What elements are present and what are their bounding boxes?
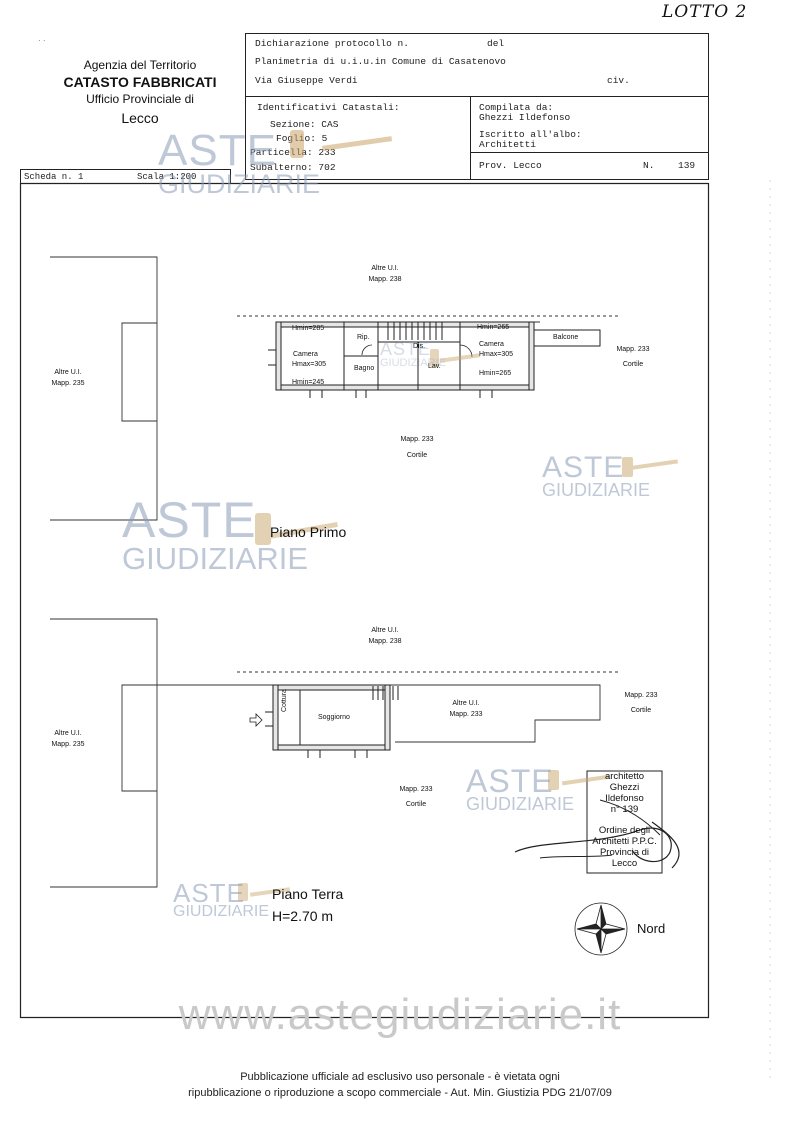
primo-bagno: Bagno <box>354 365 375 372</box>
architect-stamp: architetto Ghezzi Ildefonso n° 139 Ordin… <box>592 771 657 869</box>
agency-office: Ufficio Provinciale di <box>86 92 194 106</box>
handwritten-lot-number: LOTTO 2 <box>662 2 748 22</box>
n-value: 139 <box>678 160 696 171</box>
agency-cadastre: CATASTO FABBRICATI <box>63 74 217 90</box>
footer-line-1: Pubblicazione ufficiale ad esclusivo uso… <box>240 1071 560 1083</box>
compilata-name: Ghezzi Ildefonso <box>479 112 571 123</box>
primo-balcone: Balcone <box>553 334 579 341</box>
watermark-aste: ASTE GIUDIZIARIE <box>173 878 270 920</box>
primo-lav: Lav. <box>428 363 441 370</box>
site-watermark: www.astegiudiziarie.it <box>178 990 622 1039</box>
agency-city: Lecco <box>121 110 159 126</box>
primo-camera-1: Camera <box>293 351 318 358</box>
terra-soggiorno: Soggiorno <box>318 714 350 721</box>
civ-label: civ. <box>607 75 630 86</box>
gavel-icon <box>622 457 679 477</box>
scala-label: Scala 1:200 <box>137 172 197 182</box>
primo-dis: Dis. <box>413 343 426 350</box>
drawing-frame <box>21 184 709 1018</box>
header-box <box>0 0 800 200</box>
footer-line-2: ripubblicazione o riproduzione a scopo c… <box>188 1087 612 1099</box>
primo-hmin-2b: Hmin=265 <box>479 370 512 377</box>
scheda-label: Scheda n. 1 <box>24 172 84 182</box>
watermark-aste: ASTE GIUDIZIARIE <box>542 451 651 500</box>
terra-height: H=2.70 m <box>272 908 334 924</box>
primo-altre-left: Altre U.I.Mapp. 235 <box>51 369 85 387</box>
compilata-label: Compilata da: <box>479 102 554 113</box>
primo-hmin-2: Hmin=265 <box>477 324 510 331</box>
iscritto-label: Iscritto all'albo: <box>479 129 582 140</box>
protocol-label: Dichiarazione protocollo n. <box>255 38 409 49</box>
terra-altre-center: Altre U.I.Mapp. 233 <box>449 700 483 718</box>
primo-camera-2: Camera <box>479 341 504 348</box>
stamp-box <box>515 771 679 873</box>
gavel-icon <box>255 513 338 545</box>
prov-value: Prov. Lecco <box>479 160 542 171</box>
terra-altre-left: Altre U.I.Mapp. 235 <box>51 730 85 748</box>
address-line: Via Giuseppe Verdi <box>255 75 358 86</box>
primo-hmax-2: Hmax=305 <box>479 351 514 358</box>
watermark-aste: ASTE GIUDIZIARIE <box>380 339 447 369</box>
n-label: N. <box>643 160 655 171</box>
subalterno-value: Subalterno: 702 <box>250 162 336 173</box>
entry-arrow-icon <box>250 714 262 726</box>
agency-name: Agenzia del Territorio <box>83 58 197 72</box>
plan-terra-lines <box>50 619 620 887</box>
terra-altre-top: Altre U.I.Mapp. 238 <box>368 627 402 645</box>
plan-primo-walls <box>268 322 600 398</box>
footer-notice: Pubblicazione ufficiale ad esclusivo uso… <box>0 1069 800 1101</box>
gavel-icon <box>430 349 481 367</box>
scan-mark: · · <box>38 36 46 45</box>
agency-block: Agenzia del Territorio CATASTO FABBRICAT… <box>40 57 240 129</box>
identificativi-label: Identificativi Catastali: <box>257 102 400 113</box>
planimetria-line: Planimetria di u.i.u.in Comune di Casate… <box>255 56 506 67</box>
del-label: del <box>487 38 505 49</box>
primo-title: Piano Primo <box>270 524 347 540</box>
primo-altre-top: Altre U.I.Mapp. 238 <box>368 265 402 283</box>
watermark-aste: ASTE GIUDIZIARIE <box>122 492 309 576</box>
primo-hmin-1: Hmin=285 <box>292 325 325 332</box>
compass-label: Nord <box>637 921 666 936</box>
iscritto-value: Architetti <box>479 139 537 150</box>
gavel-icon <box>290 130 393 158</box>
terra-cottura: Cottura <box>281 689 288 712</box>
plan-terra-walls <box>265 685 398 758</box>
watermark-aste: ASTE GIUDIZIARIE <box>158 126 321 199</box>
watermark-aste: ASTE GIUDIZIARIE <box>466 763 575 814</box>
sezione-value: Sezione: CAS <box>270 119 339 130</box>
primo-hmin-1b: Hmin=245 <box>292 379 325 386</box>
terra-title: Piano Terra <box>272 886 344 902</box>
primo-rip: Rip. <box>357 334 370 341</box>
primo-hmax-1: Hmax=305 <box>292 361 327 368</box>
gavel-icon <box>238 883 291 901</box>
north-compass-icon <box>574 902 628 956</box>
gavel-icon <box>548 770 611 790</box>
